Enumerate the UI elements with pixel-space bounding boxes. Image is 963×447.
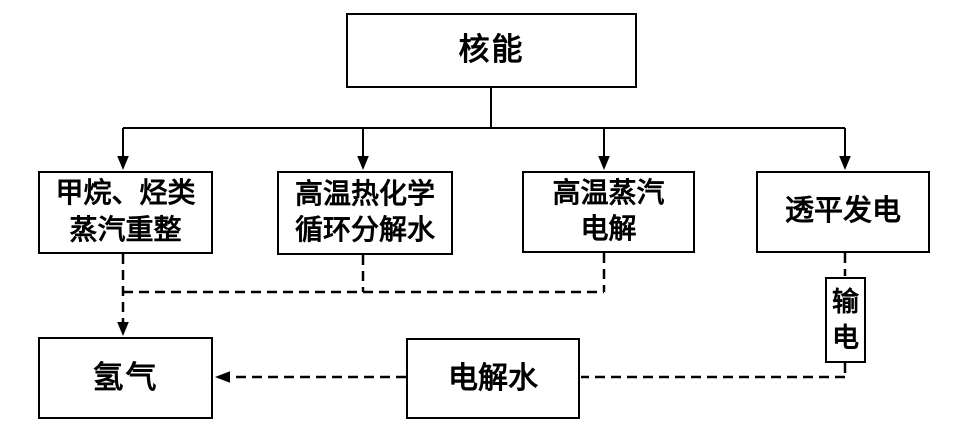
node-water-electrolysis-label: 电解水 (448, 362, 538, 395)
dashed-connectors (121, 253, 847, 379)
node-high-temp-steam-electrolysis-label-line1: 高温蒸汽 (552, 177, 665, 209)
node-high-temp-steam-electrolysis-label-line2: 电解 (580, 214, 637, 245)
dashed-arrowheads (117, 322, 230, 383)
arrowhead-to-methane (117, 156, 129, 170)
node-power-transmission-label: 输电 (832, 286, 859, 353)
node-methane-steam-reforming-label-line2: 蒸汽重整 (69, 214, 182, 246)
arrowhead-to-hydrogen-top (117, 322, 129, 336)
node-turbine-power-generation: 透平发电 (756, 171, 930, 253)
node-methane-steam-reforming-label-line1: 甲烷、烃类 (55, 178, 196, 210)
node-thermochemical-water-splitting: 高温热化学 循环分解水 (277, 171, 453, 255)
arrowhead-to-hydrogen-right (215, 371, 230, 383)
node-hydrogen-label: 氢气 (92, 359, 159, 395)
node-water-electrolysis: 电解水 (406, 338, 580, 419)
node-turbine-power-generation-label: 透平发电 (784, 195, 901, 228)
node-nuclear-energy: 核能 (346, 13, 637, 88)
node-nuclear-energy-label: 核能 (458, 32, 525, 68)
arrowhead-to-thermochem (357, 156, 369, 170)
arrowhead-to-steam (598, 156, 610, 170)
node-hydrogen: 氢气 (38, 337, 213, 419)
node-thermochemical-water-splitting-label-line2: 循环分解水 (294, 215, 435, 246)
node-methane-steam-reforming: 甲烷、烃类 蒸汽重整 (38, 171, 213, 254)
node-thermochemical-water-splitting-label-line1: 高温热化学 (294, 178, 435, 210)
solid-arrowheads (117, 156, 851, 170)
solid-connectors (122, 86, 846, 157)
node-high-temp-steam-electrolysis: 高温蒸汽 电解 (522, 171, 695, 253)
node-power-transmission: 输电 (825, 277, 866, 363)
arrowhead-to-turbine (839, 156, 851, 170)
